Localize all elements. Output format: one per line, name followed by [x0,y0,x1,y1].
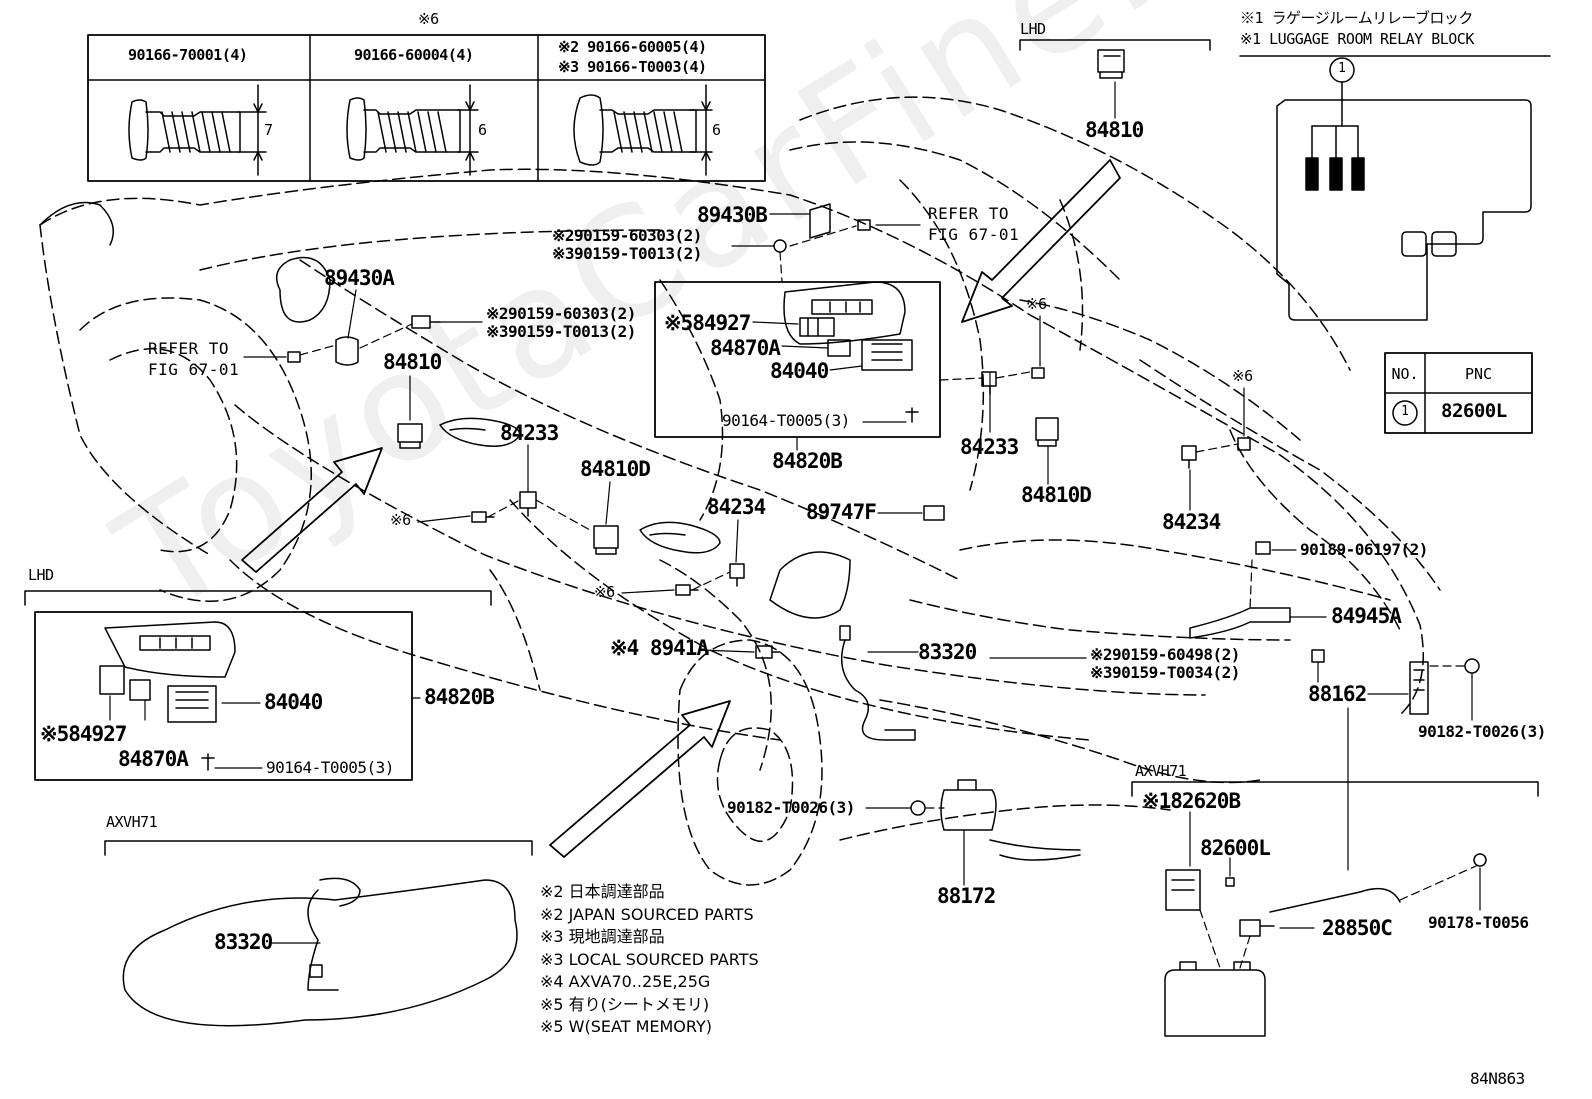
part-83320-tank: 83320 [214,930,273,954]
part-84234-right: 84234 [1162,510,1221,534]
relay-block-title-en: ※1 LUGGAGE ROOM RELAY BLOCK [1240,30,1474,48]
part-88162: 88162 [1308,682,1367,706]
screw-table-frame [87,34,766,182]
part-84810-top: 84810 [1085,118,1144,142]
relay-block-title-jp: ※1 ラゲージルームリレーブロック [1240,9,1473,27]
screw-icon-3 [573,84,713,176]
section-lhd-top: LHD [1020,20,1046,38]
part-83320-mid: 83320 [918,640,977,664]
part-84945a: 84945A [1331,604,1402,628]
section-axvh71-right: AXVH71 [1135,762,1187,780]
window-switch-panel-top [783,281,919,423]
part-90182-right: 90182-T0026(3) [1418,722,1546,741]
leader-lines [109,81,1481,944]
pnc-table-frame [1384,352,1533,434]
mark-6-b: ※6 [594,583,615,601]
door-handle-outlines [439,417,851,619]
refer-left-line2: FIG 67-01 [148,360,240,379]
bolt-a-line1: ※290159-60303(2) [552,226,702,245]
screw-header-1: 90166-70001(4) [128,46,248,64]
screw-icon-1 [128,84,267,176]
part-90182-mid: 90182-T0026(3) [727,798,855,817]
part-90164-box: 90164-T0005(3) [266,758,394,777]
part-84927-top: ※584927 [664,311,751,335]
part-84810d-mid: 84810D [580,457,651,481]
bolt-b-line1: ※290159-60303(2) [486,304,636,323]
pnc-row-no: 1 [1401,404,1409,419]
mark-6-c: ※6 [1026,295,1047,313]
section-lhd-left: LHD [28,566,54,584]
part-28850c: 28850C [1322,916,1393,940]
part-8941a: ※4 8941A [610,636,709,660]
part-89430b: 89430B [697,203,768,227]
bolt-b-line2: ※390159-T0013(2) [486,322,636,341]
lhd-switch-box [34,611,413,781]
part-90189: 90189-06197(2) [1300,540,1428,559]
bolt-c-line1: ※290159-60498(2) [1090,645,1240,664]
refer-top-line2: FIG 67-01 [928,225,1020,244]
car-body-solid-lines [39,201,1081,861]
section-axvh71-left: AXVH71 [106,813,158,831]
screw-dim-1: 7 [264,121,273,139]
small-parts [122,49,1487,1037]
mark-6-a: ※6 [390,511,411,529]
window-switch-panel-box [99,621,236,771]
part-84820b-box: 84820B [424,685,495,709]
part-84810-left: 84810 [383,350,442,374]
pnc-header-pnc: PNC [1464,365,1493,383]
refer-top-line1: REFER TO [928,204,1010,223]
screw-header-3b: ※3 90166-T0003(4) [558,58,707,76]
mark-6-d: ※6 [1232,367,1253,385]
pnc-header-no: NO. [1391,365,1419,383]
note-4: ※3 LOCAL SOURCED PARTS [540,949,759,969]
part-84820b-top: 84820B [772,449,843,473]
relay-callout-number: 1 [1338,61,1346,76]
bolt-a-line2: ※390159-T0013(2) [552,244,702,263]
part-90178: 90178-T0056 [1428,913,1529,932]
diagram-code: 84N863 [1470,1069,1525,1088]
bolt-c-line2: ※390159-T0034(2) [1090,663,1240,682]
part-89430a: 89430A [324,266,395,290]
screw-header-2: 90166-60004(4) [354,46,474,64]
part-82620b: ※182620B [1142,789,1241,813]
part-84040-top: 84040 [770,359,829,383]
note-2: ※2 JAPAN SOURCED PARTS [540,904,754,924]
part-88172: 88172 [937,884,996,908]
screw-header-3a: ※2 90166-60005(4) [558,38,707,56]
screw-dim-3: 6 [712,121,721,139]
notes-legend: ※2 日本調達部品 ※2 JAPAN SOURCED PARTS ※3 現地調達… [540,881,759,1039]
note-6: ※5 有り(シートメモリ) [540,994,710,1014]
refer-left-line1: REFER TO [148,339,230,358]
part-90164-top: 90164-T0005(3) [722,411,850,430]
note-5: ※4 AXVA70..25E,25G [540,972,711,991]
car-body-outline [39,96,1441,886]
part-82600l: 82600L [1200,836,1271,860]
part-84870a-top: 84870A [710,336,781,360]
part-84233-left: 84233 [500,421,559,445]
note-3: ※3 現地調達部品 [540,927,665,946]
dashed-leaders [299,225,1477,969]
arrow-outlines [241,159,1121,858]
part-84810d-right: 84810D [1021,483,1092,507]
part-84927-box: ※584927 [40,722,127,746]
part-84040-box: 84040 [264,690,323,714]
part-84870a-box: 84870A [118,747,189,771]
part-89747f: 89747F [806,500,877,524]
pnc-row-pnc: 82600L [1441,400,1507,422]
relay-block-outline [1239,55,1551,321]
screw-dim-2: 6 [478,121,487,139]
screw-icon-2 [346,84,479,176]
note-7: ※5 W(SEAT MEMORY) [540,1017,712,1036]
part-84233-right: 84233 [960,435,1019,459]
part-84234-mid: 84234 [707,495,766,519]
note-1: ※2 日本調達部品 [540,882,665,901]
screw-table-note-mark: ※6 [418,10,439,28]
section-brackets [24,39,1539,856]
